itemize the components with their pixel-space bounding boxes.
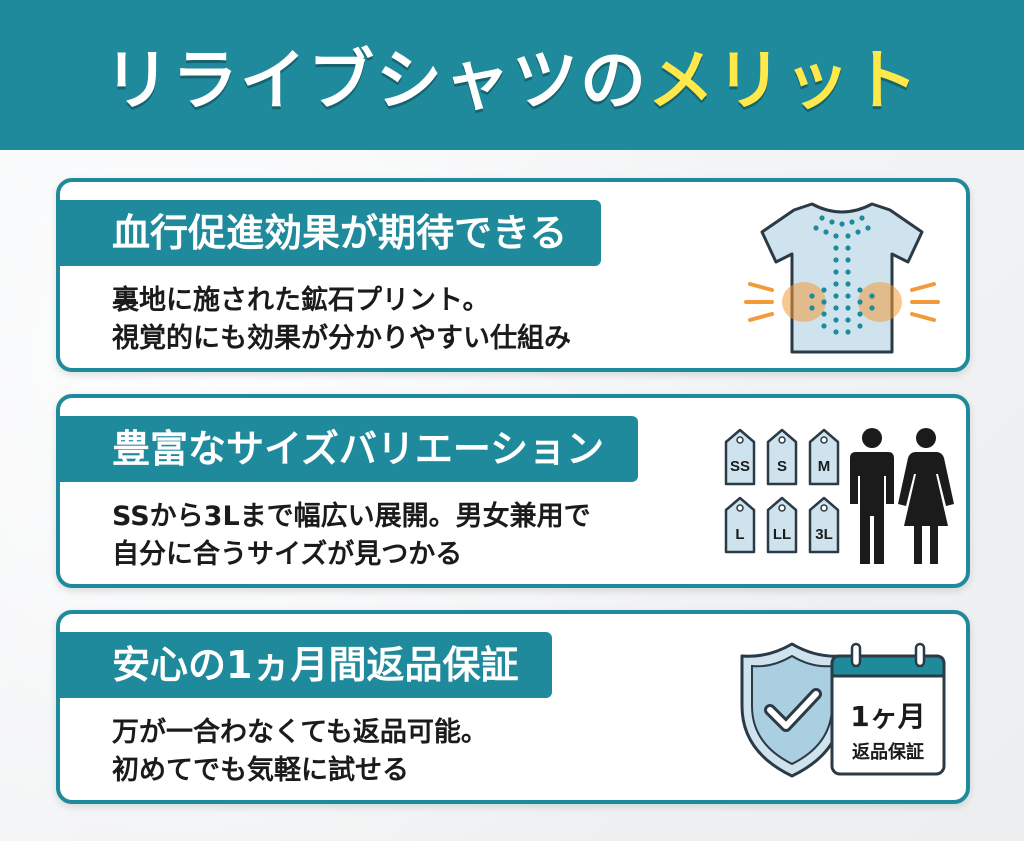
tshirt-heat-icon	[744, 202, 940, 354]
heat-rays-right	[910, 282, 940, 322]
size-label: 3L	[815, 526, 833, 543]
merit-card-sizes: 豊富なサイズバリエーション SSから3Lまで幅広い展開。男女兼用で 自分に合うサ…	[56, 394, 970, 588]
size-label: M	[818, 458, 831, 475]
card-title: 豊富なサイズバリエーション	[60, 416, 639, 482]
page-title-accent: メリット	[648, 42, 920, 119]
card-description-line: SSから3Lまで幅広い展開。男女兼用で	[112, 501, 591, 532]
size-label: L	[735, 526, 744, 543]
card-description: 万が一合わなくても返品可能。 初めてでも気軽に試せる	[112, 714, 488, 790]
page-title-main: リライブシャツの	[104, 42, 648, 119]
size-label: LL	[773, 526, 791, 543]
card-description: SSから3Lまで幅広い展開。男女兼用で 自分に合うサイズが見つかる	[112, 498, 591, 574]
calendar-icon	[830, 642, 946, 776]
card-description: 裏地に施された鉱石プリント。 視覚的にも効果が分かりやすい仕組み	[112, 282, 571, 358]
card-description-line: 万が一合わなくても返品可能。	[112, 717, 488, 748]
size-label: S	[777, 458, 787, 475]
shield-icon	[740, 642, 844, 778]
size-label: SS	[730, 458, 750, 475]
merit-card-return-guarantee: 安心の1ヵ月間返品保証 万が一合わなくても返品可能。 初めてでも気軽に試せる 1…	[56, 610, 970, 804]
card-description-line: 初めてでも気軽に試せる	[112, 755, 409, 786]
male-figure	[850, 428, 894, 564]
card-description-line: 自分に合うサイズが見つかる	[112, 539, 463, 570]
female-figure	[898, 428, 954, 564]
size-tags-unisex-icon: SS S M L LL 3L	[724, 428, 954, 564]
card-title: 血行促進効果が期待できる	[60, 200, 602, 266]
merit-card-blood-flow: 血行促進効果が期待できる 裏地に施された鉱石プリント。 視覚的にも効果が分かりや…	[56, 178, 970, 372]
size-tag	[724, 428, 840, 554]
calendar-label: 1ヶ月	[850, 700, 925, 733]
card-description-line: 視覚的にも効果が分かりやすい仕組み	[112, 323, 571, 354]
card-title: 安心の1ヵ月間返品保証	[60, 632, 553, 698]
shield-calendar-icon: 1ヶ月 返品保証	[740, 642, 946, 778]
heat-rays-left	[744, 282, 774, 322]
page-title: リライブシャツのメリット	[104, 27, 920, 123]
card-description-line: 裏地に施された鉱石プリント。	[112, 285, 490, 316]
page-header: リライブシャツのメリット	[0, 0, 1024, 150]
calendar-label: 返品保証	[852, 741, 924, 763]
